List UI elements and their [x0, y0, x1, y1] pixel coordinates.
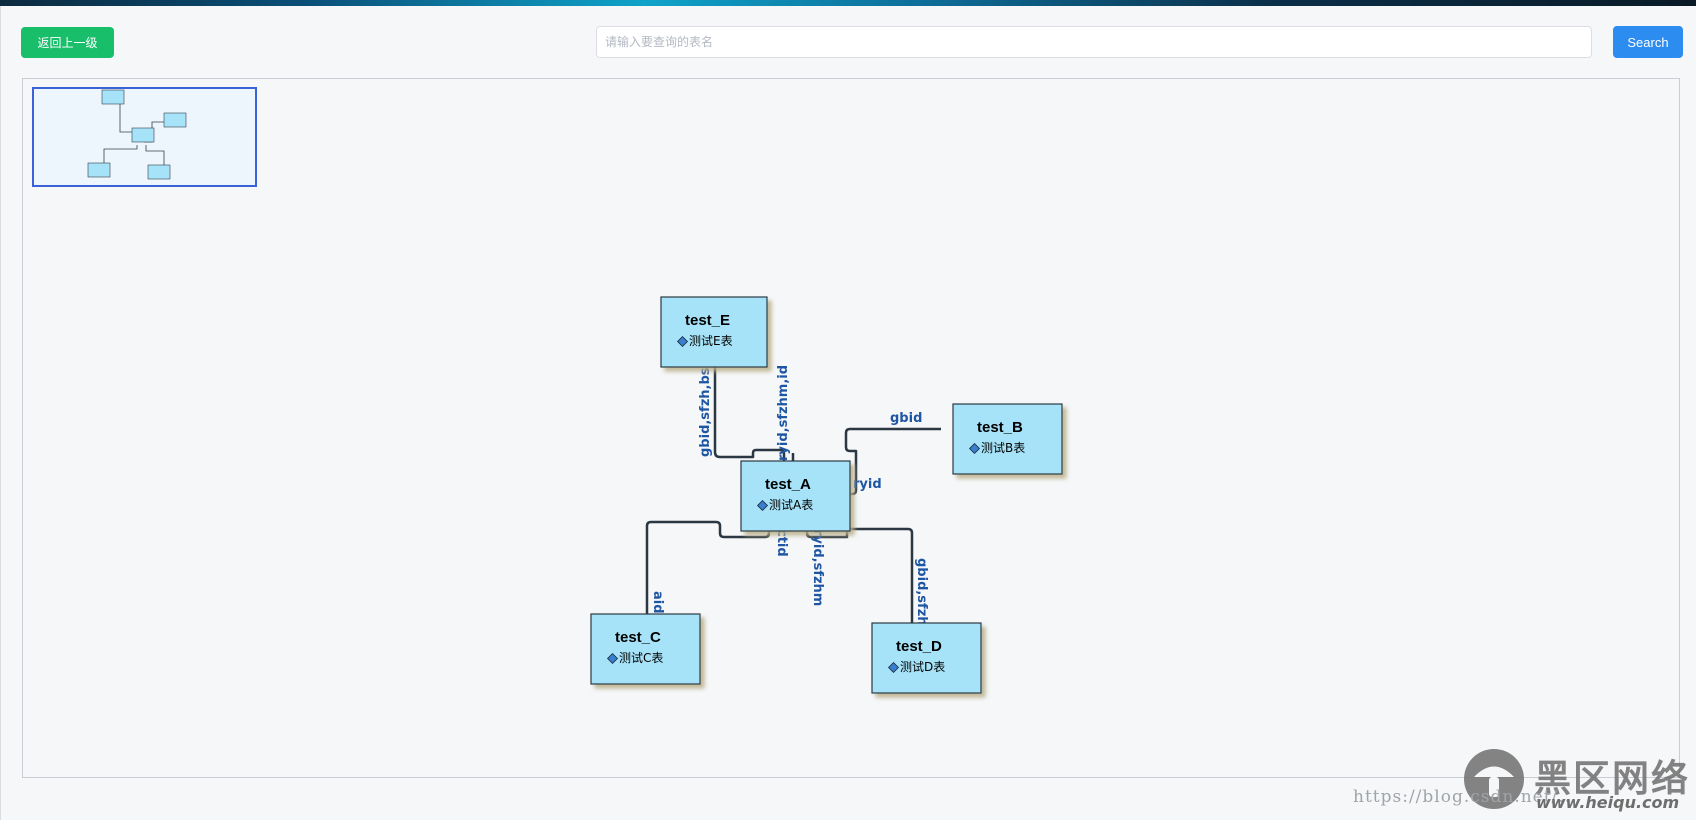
node-title: test_D: [896, 638, 942, 655]
diamond-icon: [676, 335, 689, 348]
node-title: test_A: [765, 476, 811, 493]
node-test-a[interactable]: test_A 测试A表: [740, 460, 851, 532]
node-test-e[interactable]: test_E 测试E表: [660, 296, 768, 368]
node-subtitle: 测试D表: [900, 659, 945, 674]
watermark-source-url: https://blog.csdn.net/...: [1353, 787, 1578, 807]
diamond-icon: [756, 499, 769, 512]
table-search-input[interactable]: [596, 26, 1592, 58]
diamond-icon: [606, 652, 619, 665]
node-subtitle: 测试E表: [689, 333, 733, 348]
edge-label-a-b-gbid: gbid: [890, 411, 922, 426]
node-title: test_C: [615, 629, 661, 646]
node-title: test_B: [977, 419, 1023, 436]
diamond-icon: [968, 442, 981, 455]
edge-label-a-e: ryid,sfzhm,id: [776, 365, 791, 461]
node-title: test_E: [685, 312, 730, 329]
page: 返回上一级 Search: [0, 6, 1696, 820]
heiqu-mushroom-logo-icon: [1464, 749, 1524, 809]
edge-label-a-b-ryid: ryid: [853, 477, 882, 492]
edge-e-a-1[interactable]: [713, 363, 786, 461]
top-banner: [0, 0, 1696, 6]
node-subtitle: 测试C表: [619, 650, 663, 665]
diagram-canvas[interactable]: gbid,sfzh,bsm ryid,sfzhm,id gbid ryid ai…: [22, 78, 1680, 778]
edge-label-a-d-ryid: ryid,sfzhm: [810, 529, 825, 606]
edge-label-a-d-gbid: gbid,sfzh: [914, 558, 929, 626]
edge-a-c[interactable]: [645, 520, 771, 614]
edge-label-e-a: gbid,sfzh,bsm: [698, 354, 713, 457]
node-subtitle: 测试A表: [769, 497, 813, 512]
back-button[interactable]: 返回上一级: [21, 27, 114, 58]
edge-a-b[interactable]: [844, 427, 941, 496]
node-test-d[interactable]: test_D 测试D表: [871, 622, 982, 694]
node-test-c[interactable]: test_C 测试C表: [590, 613, 701, 685]
diamond-icon: [887, 661, 900, 674]
edges: [645, 363, 941, 623]
search-button[interactable]: Search: [1613, 26, 1683, 58]
edge-label-a-c-aid: aid: [650, 591, 665, 614]
watermark-site: www.heiqu.com: [1536, 793, 1680, 812]
node-subtitle: 测试B表: [981, 440, 1025, 455]
watermark-brand: 黑区网络: [1534, 757, 1690, 800]
edge-label-a-c-ctid: ctid: [774, 529, 789, 557]
minimap-svg: [87, 89, 187, 180]
node-test-b[interactable]: test_B 测试B表: [952, 403, 1063, 475]
diagram-svg: gbid,sfzh,bsm ryid,sfzhm,id gbid ryid ai…: [590, 296, 1063, 694]
diagram-minimap[interactable]: [32, 87, 257, 187]
edge-labels: gbid,sfzh,bsm ryid,sfzhm,id gbid ryid ai…: [650, 354, 929, 626]
